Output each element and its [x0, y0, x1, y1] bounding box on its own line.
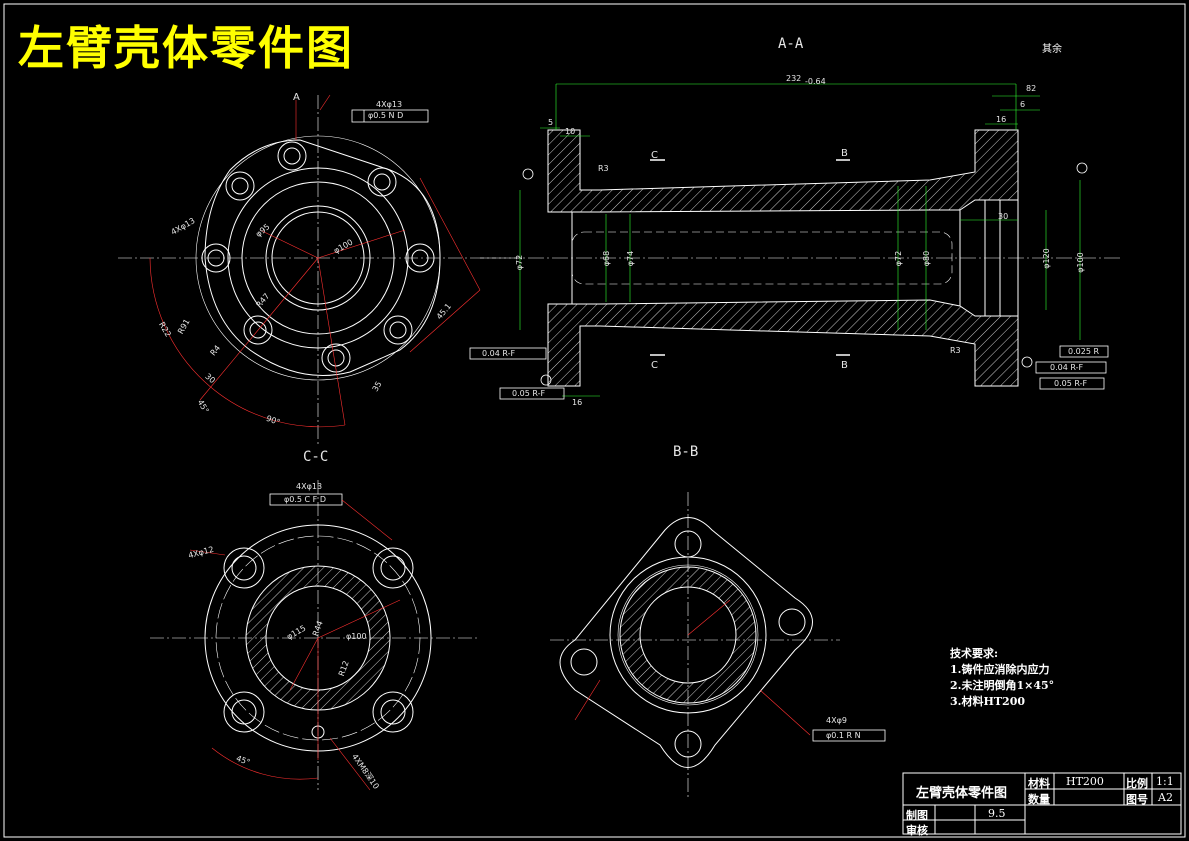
aa-runout-right2	[1039, 377, 1105, 390]
bb2-pos-frame: φ0.1 R N	[826, 731, 861, 740]
aa-dim-16-bot: 16	[572, 398, 583, 407]
circ-right: 0.025 R	[1068, 347, 1100, 356]
aa-dim-10: 10	[565, 127, 576, 136]
aa-bottom-wall	[547, 299, 1019, 387]
aa-dim-30: 30	[998, 212, 1009, 221]
tb-qty-label: 数量	[1028, 793, 1050, 806]
view-label-bb: B-B	[673, 444, 699, 460]
tb-sheet-value: A2	[1158, 791, 1173, 804]
tb-material-value: HT200	[1066, 775, 1104, 788]
aa-dia-100: φ100	[1075, 252, 1085, 273]
cc-bolt-holes	[201, 141, 435, 373]
tb-scale-label: 比例	[1126, 777, 1148, 790]
runout-right2: 0.05 R-F	[1054, 379, 1088, 388]
section-mark-b-bot: B	[841, 360, 848, 371]
section-mark-c-bot: C	[651, 360, 658, 371]
cc-pos-frame: φ0.5 N D	[368, 111, 404, 120]
cc-outer-circle	[195, 135, 441, 381]
aa-dim-5: 5	[548, 118, 554, 127]
bb-tol-frame	[269, 493, 343, 506]
tech-req-item: 3.材料HT200	[950, 695, 1026, 708]
aa-dim-overall: 232	[786, 74, 802, 83]
aa-dia-72: φ72	[894, 250, 904, 267]
aa-runout-left2	[499, 387, 565, 400]
section-mark-c-top: C	[651, 150, 658, 161]
bb2-tol-frame	[812, 729, 886, 742]
bb2-hatched-ring	[619, 566, 757, 704]
bb2-flange-outline	[559, 517, 813, 768]
tb-date: 9.5	[988, 807, 1006, 820]
bb-pos-label: 4Xφ13	[296, 482, 323, 491]
aa-runout-right	[1035, 361, 1107, 374]
cc-bore-52	[265, 205, 371, 311]
tb-check-label: 审核	[906, 824, 928, 837]
aa-dim-6: 6	[1020, 100, 1026, 109]
runout-right: 0.04 R-F	[1050, 363, 1084, 372]
section-mark-b-top: B	[841, 148, 848, 159]
view-label-cc: C-C	[303, 449, 329, 465]
tech-req-item: 2.未注明倒角1×45°	[950, 679, 1055, 692]
tech-requirements: 技术要求: 1.铸件应消除内应力 2.未注明倒角1×45° 3.材料HT200	[950, 646, 1054, 710]
bb2-bolt-holes	[570, 530, 806, 758]
view-label-aa: A-A	[778, 36, 804, 52]
drawing-title: 左臂壳体零件图	[18, 21, 354, 75]
runout-left: 0.04 R-F	[482, 349, 516, 358]
aa-r3-right: R3	[950, 346, 961, 355]
tb-name: 左臂壳体零件图	[916, 786, 1008, 801]
tech-req-item: 1.铸件应消除内应力	[950, 663, 1050, 676]
aa-dia-left: φ72	[515, 254, 525, 271]
aa-r3-left: R3	[598, 164, 609, 173]
aa-dim-overall-tol: -0.64	[805, 77, 826, 86]
sheet-border	[3, 3, 1186, 838]
aa-runout-left	[469, 347, 547, 360]
bb-hatched-ring	[245, 565, 391, 711]
cc-bore-46	[271, 211, 365, 305]
tech-req-heading: 技术要求:	[950, 647, 999, 660]
aa-circ-right	[1059, 345, 1109, 358]
tb-sheet-label: 图号	[1126, 793, 1148, 806]
aa-dia-120: φ120	[1041, 248, 1051, 269]
aa-top-wall	[547, 129, 1019, 213]
cc-circle-90	[227, 167, 409, 349]
view-cc	[118, 94, 520, 445]
section-mark-a: A	[293, 92, 300, 103]
bb-d100: φ100	[346, 632, 367, 641]
runout-left2: 0.05 R-F	[512, 389, 546, 398]
cc-arc-dim	[149, 257, 346, 428]
bb-pos-frame: φ0.5 C F D	[284, 495, 326, 504]
tb-draw-label: 制图	[906, 809, 928, 822]
aa-dim-16-top: 16	[996, 115, 1007, 124]
cc-circle-76	[241, 181, 395, 335]
aa-dia-68: φ68	[602, 250, 612, 267]
view-bb-right	[550, 492, 886, 800]
tb-scale-value: 1:1	[1156, 775, 1174, 788]
title-block	[902, 772, 1182, 835]
cc-tol-frame	[351, 109, 429, 123]
view-aa	[469, 83, 1120, 400]
tb-material-label: 材料	[1028, 777, 1050, 790]
aa-dia-80: φ80	[922, 250, 932, 267]
aa-inner-bore	[571, 231, 953, 285]
view-bb-left	[150, 480, 480, 791]
bb2-pos-label: 4Xφ9	[826, 716, 847, 725]
surface-note: 其余	[1042, 44, 1062, 55]
aa-dim-82: 82	[1026, 84, 1037, 93]
bb-bolt-holes	[223, 547, 414, 739]
cc-pos-label: 4Xφ13	[376, 100, 403, 109]
aa-dia-74: φ74	[626, 250, 636, 267]
